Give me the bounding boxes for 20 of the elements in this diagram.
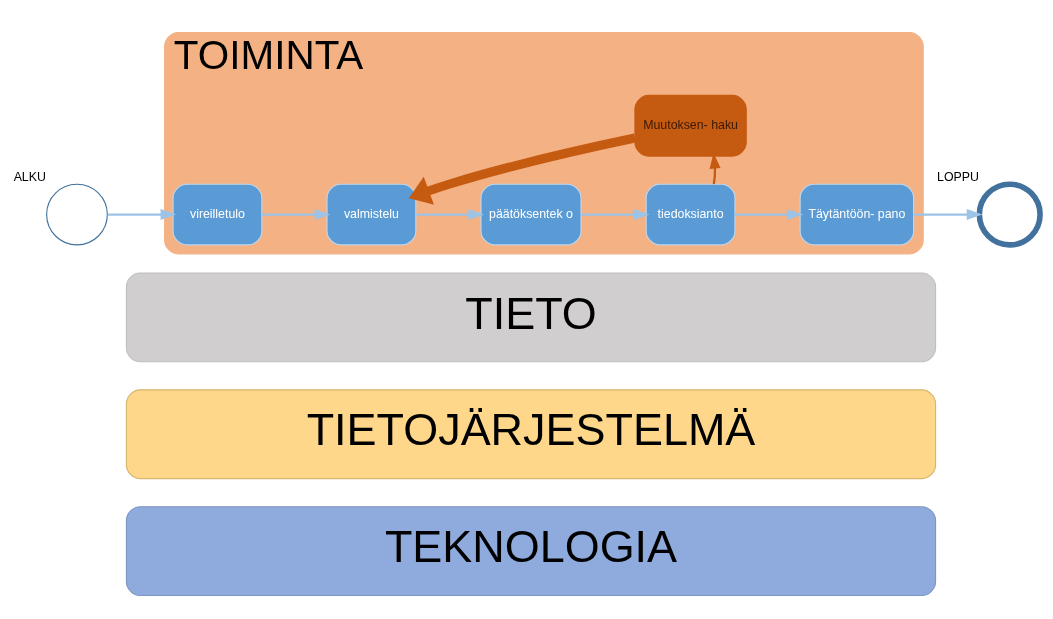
node-box: vireilletulo — [172, 183, 263, 246]
node-box: TIETO — [125, 272, 937, 363]
node-box: TIETOJÄRJESTELMÄ — [125, 389, 937, 480]
node-box: TEKNOLOGIA — [125, 506, 937, 597]
arrow — [408, 133, 636, 205]
node-box: päätöksentek o — [480, 183, 582, 246]
node-label: LOPPU — [937, 169, 979, 184]
node-box: Täytäntöön- pano — [799, 183, 915, 246]
node-circle — [976, 181, 1043, 248]
arrow — [913, 209, 983, 221]
arrow — [107, 209, 177, 221]
node-label: ALKU — [13, 169, 46, 184]
arrow — [416, 209, 485, 221]
arrow — [581, 209, 650, 221]
node-box: Muutoksen- haku — [634, 94, 747, 157]
arrow — [735, 209, 804, 221]
arrow — [261, 209, 331, 221]
node-circle — [46, 183, 108, 246]
node-box: valmistelu — [326, 183, 417, 246]
node-box: tiedoksianto — [645, 183, 736, 246]
